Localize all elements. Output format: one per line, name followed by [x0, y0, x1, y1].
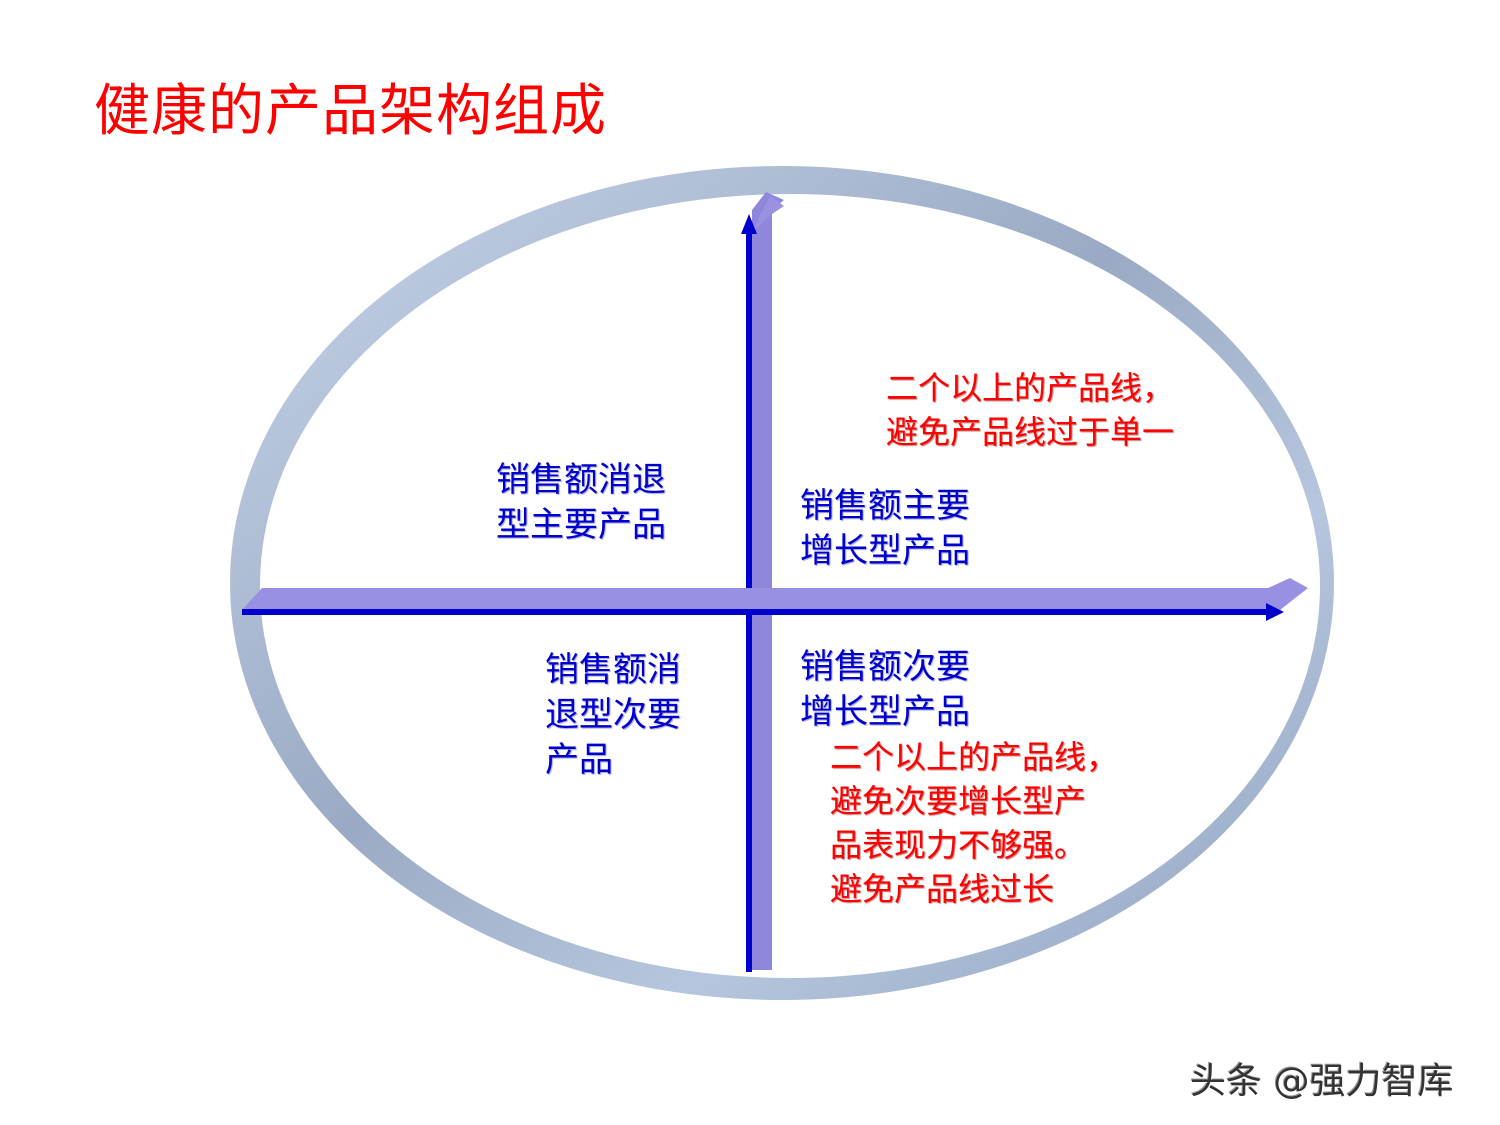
top-right-note: 二个以上的产品线， 避免产品线过于单一 — [886, 369, 1175, 451]
watermark: 头条 @强力智库 — [1190, 1061, 1454, 1102]
ellipse-ring — [230, 166, 1334, 1000]
horizontal-axis — [242, 578, 1308, 621]
quadrant-bottom-left-label: 销售额消 退型次要 产品 — [545, 650, 681, 780]
quadrant-top-left-label: 销售额消退 型主要产品 — [496, 460, 666, 545]
page-title: 健康的产品架构组成 — [94, 79, 607, 144]
quadrant-bottom-right-label: 销售额次要 增长型产品 — [800, 647, 970, 732]
bottom-right-note: 二个以上的产品线， 避免次要增长型产 品表现力不够强。 避免产品线过长 — [830, 738, 1119, 908]
quadrant-top-right-label: 销售额主要 增长型产品 — [800, 486, 970, 571]
